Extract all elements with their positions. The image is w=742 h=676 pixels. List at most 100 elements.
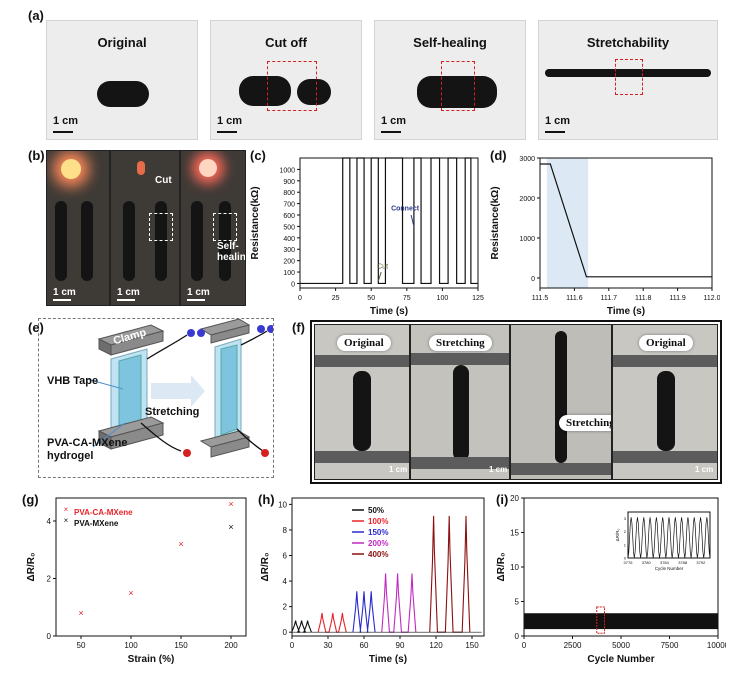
x-tick-label: 0 xyxy=(522,641,527,650)
x-tick-label: 150 xyxy=(465,641,479,650)
resistance-line xyxy=(540,163,712,278)
y-tick-label: 2 xyxy=(47,575,52,584)
x-tick-label: 7500 xyxy=(661,641,679,650)
led-photo-healed: Self- healing 1 cm xyxy=(180,150,246,306)
led-photo-cut: Cut 1 cm xyxy=(110,150,180,306)
data-point: × xyxy=(228,499,233,509)
y-tick-label: 4 xyxy=(283,577,288,586)
panel-label: (c) xyxy=(250,148,266,163)
hydrogel-stretched xyxy=(545,69,711,77)
resistance-line xyxy=(300,157,478,285)
scale-bar xyxy=(545,131,565,133)
plot-frame xyxy=(291,497,485,637)
y-axis-label: ΔR/R₀ xyxy=(496,553,507,582)
led-glow xyxy=(61,159,81,179)
scale-label: 1 cm xyxy=(53,287,76,298)
panel-label: (h) xyxy=(258,492,275,507)
x-tick-label: 125 xyxy=(472,295,484,302)
stretch-photo-1: Original 1 cm xyxy=(314,324,410,480)
y-axis-label: Resistance(kΩ) xyxy=(250,186,261,259)
inset-x-tick-label: 3776 xyxy=(624,560,634,565)
photo-strip-f: Original 1 cm Stretching 1 cm Stretching… xyxy=(310,320,722,484)
cycle-band xyxy=(524,613,718,630)
x-tick-label: 25 xyxy=(332,295,340,302)
scale-bar xyxy=(217,131,237,133)
heal-label: Self- healing xyxy=(217,241,246,263)
hydrogel-strip xyxy=(453,365,469,461)
hydrogel-strip xyxy=(155,201,167,281)
series-line xyxy=(429,515,471,633)
panel-label: (g) xyxy=(22,492,39,507)
cut-label: Cut xyxy=(155,175,172,186)
scale-label: 1 cm xyxy=(187,287,210,298)
inset-y-tick-label: 0 xyxy=(624,556,627,561)
y-tick-label: 0 xyxy=(515,632,520,641)
x-tick-label: 111.5 xyxy=(532,295,549,302)
upper-clamp xyxy=(613,355,717,367)
scale-bar xyxy=(117,299,135,301)
scale-label: 1 cm xyxy=(381,115,407,127)
hydrogel-strip xyxy=(55,201,67,281)
photo-title: Cut off xyxy=(265,35,307,50)
x-tick-label: 112.0 xyxy=(704,295,721,302)
photo-original: Original 1 cm xyxy=(46,20,198,140)
y-tick-label: 500 xyxy=(283,224,295,231)
photo-title: Stretchability xyxy=(586,35,670,50)
photo-title: Original xyxy=(97,35,147,50)
schematic-e: Clamp VHB Tape Stretching PVA-CA-MXene h… xyxy=(38,318,275,478)
inset-y-axis-label: ΔR/R₀ xyxy=(615,529,620,542)
data-point: × xyxy=(78,608,83,618)
legend-marker: × xyxy=(64,505,69,514)
legend-entry: 150% xyxy=(368,528,388,537)
hydrogel-piece-left xyxy=(239,76,291,106)
scale-label: 1 cm xyxy=(389,465,408,474)
y-tick-label: 0 xyxy=(283,628,288,637)
panel-label-e: (e) xyxy=(28,320,44,335)
hydrogel-piece-right xyxy=(297,79,331,105)
upper-clamp xyxy=(315,355,409,367)
legend-entry: 100% xyxy=(368,517,388,526)
panel-label-a: (a) xyxy=(28,8,44,23)
inset-y-tick-label: 1 xyxy=(624,542,627,547)
legend-entry: 400% xyxy=(368,550,388,559)
y-axis-label: Resistance(kΩ) xyxy=(490,186,501,259)
x-tick-label: 60 xyxy=(360,641,369,650)
y-tick-label: 6 xyxy=(283,552,288,561)
y-axis-label: ΔR/R₀ xyxy=(26,553,37,582)
heal-box xyxy=(213,213,237,241)
x-axis-label: Time (s) xyxy=(370,306,408,316)
y-tick-label: 700 xyxy=(283,202,295,209)
hydrogel-strip xyxy=(123,201,135,281)
series-line xyxy=(381,573,417,633)
series-line xyxy=(291,620,312,633)
x-axis-label: Cycle Number xyxy=(587,654,654,665)
chart-i: 02500500075001000005101520Cycle NumberΔR… xyxy=(496,492,726,665)
x-axis-label: Time (s) xyxy=(607,306,645,316)
scale-label: 1 cm xyxy=(217,115,243,127)
scale-label: 1 cm xyxy=(545,115,571,127)
annotation-arrow xyxy=(410,214,415,227)
photo-stretchability: Stretchability 1 cm xyxy=(538,20,718,140)
lower-clamp xyxy=(411,457,509,469)
y-tick-label: 800 xyxy=(283,190,295,197)
y-tick-label: 2 xyxy=(283,603,288,612)
annotation-connect: Connect xyxy=(391,205,420,212)
y-tick-label: 2000 xyxy=(519,196,535,203)
panel-label-f: (f) xyxy=(292,320,305,335)
lower-clamp xyxy=(511,463,611,475)
led-glow xyxy=(199,159,217,177)
y-tick-label: 400 xyxy=(283,236,295,243)
x-tick-label: 111.6 xyxy=(566,295,583,302)
inset-x-tick-label: 3792 xyxy=(696,560,706,565)
annotation-cut: Cut xyxy=(377,264,388,271)
series-line xyxy=(352,591,376,633)
y-tick-label: 900 xyxy=(283,179,295,186)
hydrogel-strip xyxy=(657,371,675,451)
data-point: × xyxy=(178,539,183,549)
y-tick-label: 3000 xyxy=(519,156,535,163)
photo-cut-off: Cut off 1 cm xyxy=(210,20,362,140)
stretch-photo-2: Stretching 1 cm xyxy=(410,324,510,480)
y-tick-label: 600 xyxy=(283,213,295,220)
